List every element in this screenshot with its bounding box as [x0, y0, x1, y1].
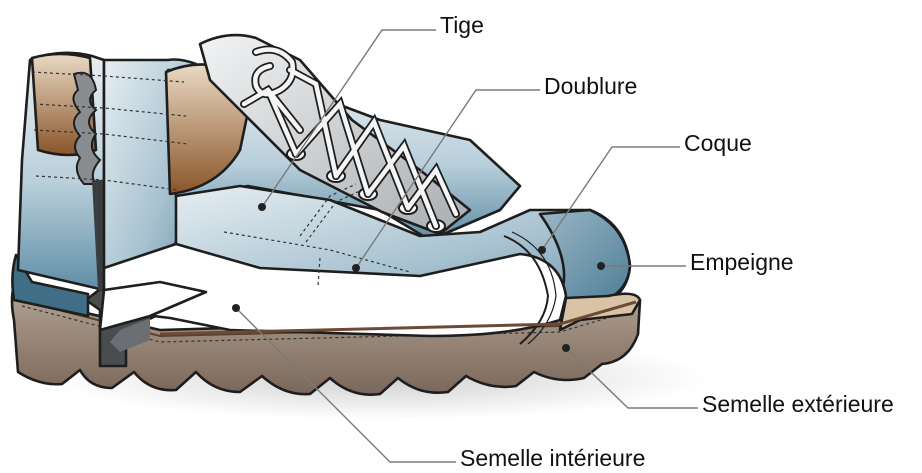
label-semelle-interieure: Semelle intérieure: [460, 445, 645, 471]
dot-tige: [258, 203, 266, 211]
label-tige: Tige: [440, 12, 484, 38]
dot-empeigne: [597, 262, 605, 270]
label-semelle-exterieure: Semelle extérieure: [702, 391, 894, 417]
dot-coque: [538, 246, 546, 254]
dot-doublure: [352, 264, 360, 272]
dot-semelle-interieure: [232, 304, 240, 312]
label-doublure: Doublure: [544, 73, 637, 99]
label-coque: Coque: [684, 130, 752, 156]
dot-semelle-exterieure: [562, 344, 570, 352]
label-empeigne: Empeigne: [690, 249, 794, 275]
